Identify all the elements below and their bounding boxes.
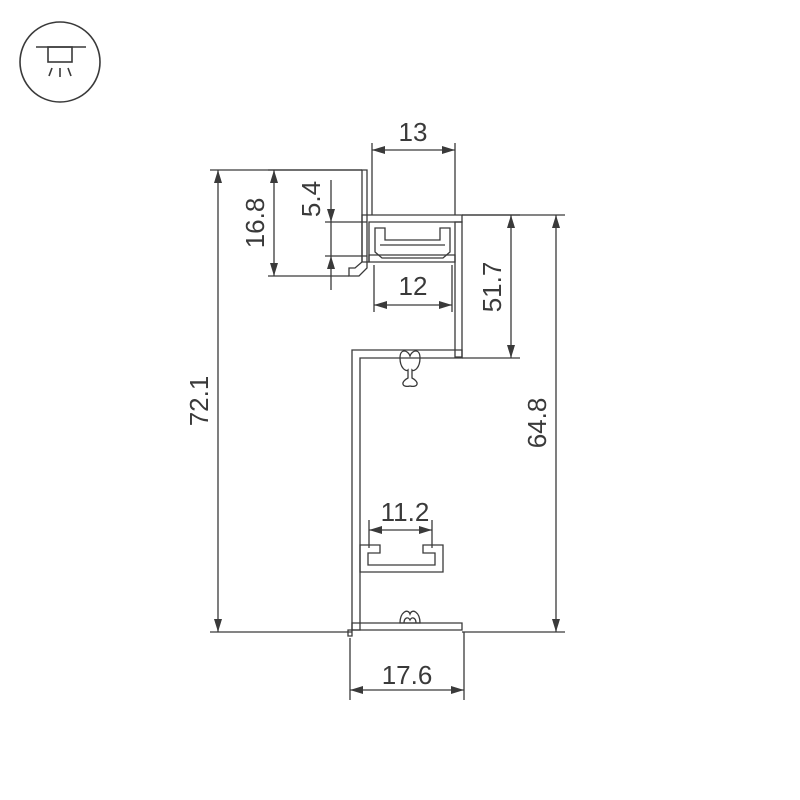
dimension-labels: 13 12 16.8 5.4 51.7 72.1 64.8 11.2 17.6 <box>184 117 552 690</box>
dim-flange-height: 16.8 <box>240 198 270 249</box>
dim-body-height: 64.8 <box>522 398 552 449</box>
dim-slot-width: 11.2 <box>381 497 430 527</box>
dim-inner-width: 12 <box>399 271 428 301</box>
dim-total-height: 72.1 <box>184 376 214 427</box>
dim-base-width: 17.6 <box>382 660 433 690</box>
ceiling-light-icon <box>19 21 101 103</box>
dim-top-opening: 13 <box>399 117 428 147</box>
dim-lip-height: 5.4 <box>296 181 326 217</box>
dim-upper-height: 51.7 <box>477 262 507 313</box>
dimension-lines <box>210 143 565 700</box>
profile-section <box>347 169 463 637</box>
